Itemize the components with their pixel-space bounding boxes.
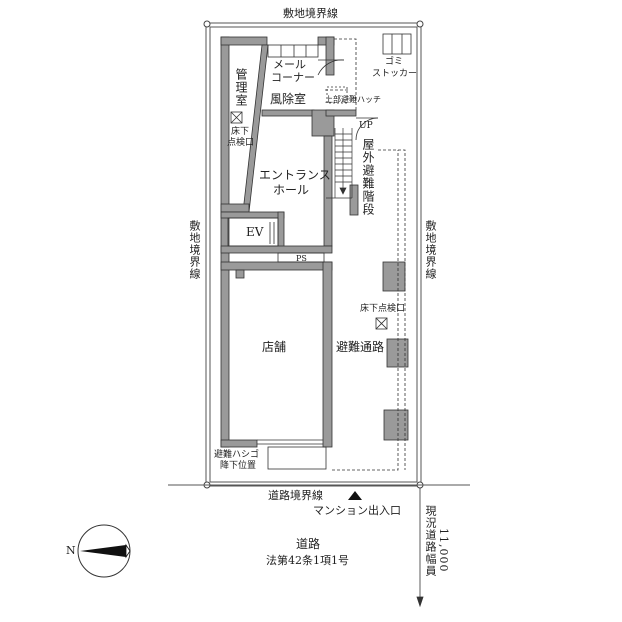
road-boundary-label: 道路境界線 xyxy=(268,489,323,502)
ladder-label-1: 避難ハシゴ xyxy=(214,450,260,460)
building-walls xyxy=(220,36,409,448)
management-room-label: 管理室 xyxy=(234,68,248,107)
garbage-stocker-label-2: ストッカー xyxy=(372,69,418,79)
evacuation-path-label: 避難通路 xyxy=(336,340,385,354)
thin-partitions xyxy=(227,33,412,471)
north-compass-icon xyxy=(77,524,131,578)
road-width-dimension xyxy=(416,488,424,608)
entrance-hall-label-1: エントランス xyxy=(259,168,331,182)
road-law-label: 法第42条1項1号 xyxy=(266,554,349,567)
floor-hatch-a-label-2: 点検口 xyxy=(227,138,255,148)
road-name-label: 道路 xyxy=(296,537,321,551)
site-boundary-left-label: 敷地境界線 xyxy=(188,220,201,280)
site-boundary-top-label: 敷地境界線 xyxy=(283,7,338,20)
mail-corner-label-1: メール xyxy=(273,58,306,71)
site-boundary-right-label: 敷地境界線 xyxy=(424,220,437,280)
floor-hatch-b-label: 床下点検口 xyxy=(360,304,406,314)
entrance-arrow-icon xyxy=(348,491,362,500)
outdoor-stairs-label: 屋外避難階段 xyxy=(361,138,375,216)
outdoor-stairs xyxy=(326,128,353,199)
mail-corner-label-2: コーナー xyxy=(271,71,315,84)
road-width-value: 11,000 xyxy=(437,528,450,573)
floor-hatch-a-label-1: 床下 xyxy=(231,127,250,137)
site-boundary xyxy=(205,22,422,487)
ladder-label-2: 降下位置 xyxy=(220,461,257,471)
north-label: N xyxy=(66,544,76,557)
garbage-stocker-label-1: ゴミ xyxy=(385,57,404,67)
ev-label: EV xyxy=(246,225,264,239)
up-mark-label: UP xyxy=(359,121,373,131)
shop-label: 店舗 xyxy=(262,340,287,354)
entrance-hall-label-2: ホール xyxy=(273,183,310,197)
windbreak-room-label: 風除室 xyxy=(270,92,307,106)
entrance-label: マンション出入口 xyxy=(313,504,401,517)
road-width-label: 現況道路幅員 xyxy=(424,505,437,577)
upper-hatch-label: 上部避難ハッチ xyxy=(325,95,381,104)
ps-label: PS xyxy=(296,254,307,263)
